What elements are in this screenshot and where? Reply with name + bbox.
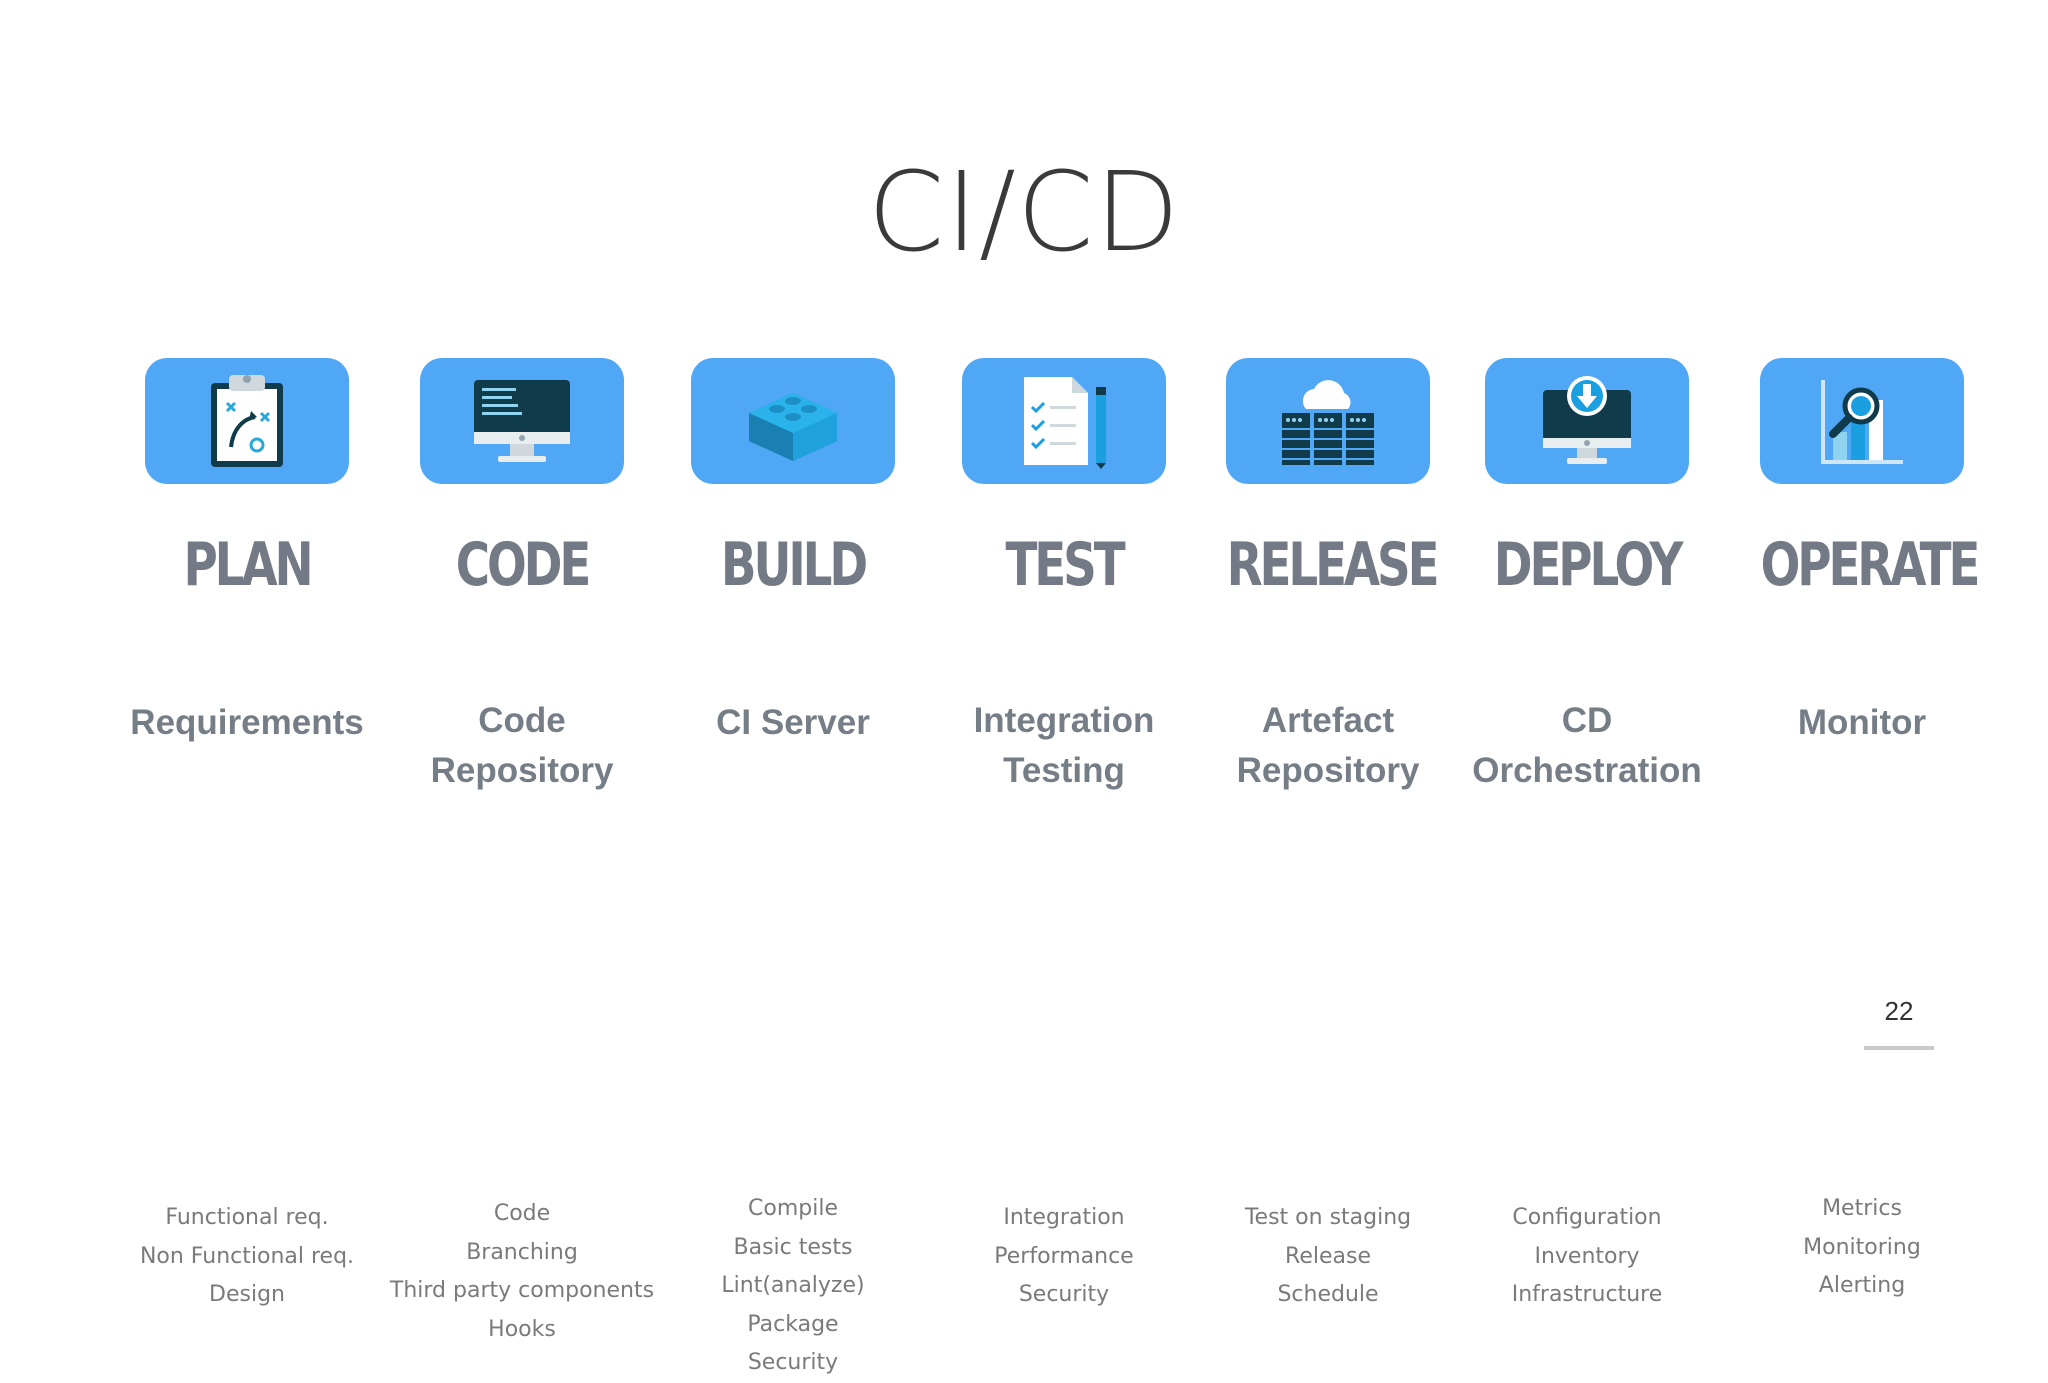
stage-label-deploy: DEPLOY bbox=[1493, 530, 1684, 600]
tool-label-operate: Monitor bbox=[1797, 703, 1927, 742]
list-item: Infrastructure bbox=[1511, 1282, 1663, 1307]
list-item: Lint(analyze) bbox=[721, 1273, 865, 1298]
page-number: 22 bbox=[1884, 996, 1914, 1026]
list-item: Test on staging bbox=[1244, 1205, 1412, 1230]
list-item: Release bbox=[1285, 1243, 1371, 1269]
list-item: Functional req. bbox=[165, 1205, 329, 1230]
list-item: Non Functional req. bbox=[139, 1243, 355, 1269]
items-list-operate: Metrics Monitoring Alerting bbox=[1712, 1190, 2012, 1306]
stage-card-release bbox=[1226, 358, 1430, 484]
page-number-underline bbox=[1864, 1046, 1934, 1050]
list-item: Package bbox=[747, 1311, 839, 1337]
stage-label-code: CODE bbox=[455, 530, 592, 600]
list-item: Branching bbox=[466, 1239, 578, 1265]
checklist-pencil-icon bbox=[1024, 377, 1106, 469]
list-item: Security bbox=[1018, 1282, 1110, 1307]
tool-label-test: Integration Testing bbox=[914, 696, 1214, 796]
tool-label-build: CI Server bbox=[716, 703, 870, 742]
list-item: Integration bbox=[1003, 1205, 1125, 1230]
stage-card-deploy bbox=[1485, 358, 1689, 484]
stage-label-release: RELEASE bbox=[1226, 530, 1440, 600]
list-item: Basic tests bbox=[733, 1234, 853, 1260]
items-list-deploy: Configuration Inventory Infrastructure bbox=[1437, 1199, 1737, 1315]
list-item: Hooks bbox=[488, 1316, 556, 1342]
items-list-build: Compile Basic tests Lint(analyze) Packag… bbox=[643, 1190, 943, 1383]
stage-card-code bbox=[420, 358, 624, 484]
list-item: Design bbox=[209, 1282, 285, 1307]
stage-card-test bbox=[962, 358, 1166, 484]
list-item: Compile bbox=[748, 1196, 838, 1221]
items-list-code: Code Branching Third party components Ho… bbox=[372, 1195, 672, 1349]
stage-card-operate bbox=[1760, 358, 1964, 484]
stage-label-test: TEST bbox=[1005, 530, 1125, 600]
slide-title: CI/CD bbox=[867, 148, 1181, 276]
tool-label-code: Code Repository bbox=[372, 696, 672, 796]
list-item: Monitoring bbox=[1803, 1234, 1921, 1260]
chart-magnifier-icon bbox=[1821, 380, 1903, 464]
list-item: Schedule bbox=[1277, 1282, 1379, 1307]
list-item: Inventory bbox=[1534, 1243, 1640, 1269]
tool-label-release: Artefact Repository bbox=[1178, 696, 1478, 796]
list-item: Performance bbox=[994, 1243, 1134, 1269]
lego-brick-icon bbox=[749, 393, 837, 461]
tool-label-text: Code Repository bbox=[430, 701, 614, 790]
code-monitor-icon bbox=[474, 380, 570, 462]
stage-label-plan: PLAN bbox=[183, 530, 313, 600]
items-list-plan: Functional req. Non Functional req. Desi… bbox=[97, 1199, 397, 1315]
items-list-test: Integration Performance Security bbox=[914, 1199, 1214, 1315]
list-item: Configuration bbox=[1512, 1205, 1662, 1230]
stage-card-build bbox=[691, 358, 895, 484]
tool-label-deploy: CD Orchestration bbox=[1437, 696, 1737, 796]
clipboard-strategy-icon bbox=[211, 375, 283, 467]
list-item: Third party components bbox=[389, 1278, 655, 1303]
list-item: Code bbox=[493, 1201, 551, 1226]
tool-label-text: CD Orchestration bbox=[1472, 701, 1702, 790]
list-item: Alerting bbox=[1818, 1273, 1906, 1298]
list-item: Metrics bbox=[1822, 1196, 1902, 1221]
tool-label-plan: Requirements bbox=[130, 703, 364, 742]
stage-card-plan bbox=[145, 358, 349, 484]
list-item: Security bbox=[747, 1350, 839, 1375]
monitor-download-icon bbox=[1543, 376, 1631, 464]
cloud-servers-icon bbox=[1282, 380, 1374, 465]
stage-label-operate: OPERATE bbox=[1760, 530, 1981, 600]
tool-label-text: Integration Testing bbox=[973, 701, 1155, 790]
tool-label-text: Artefact Repository bbox=[1236, 701, 1420, 790]
items-list-release: Test on staging Release Schedule bbox=[1178, 1199, 1478, 1315]
stage-label-build: BUILD bbox=[720, 530, 868, 600]
